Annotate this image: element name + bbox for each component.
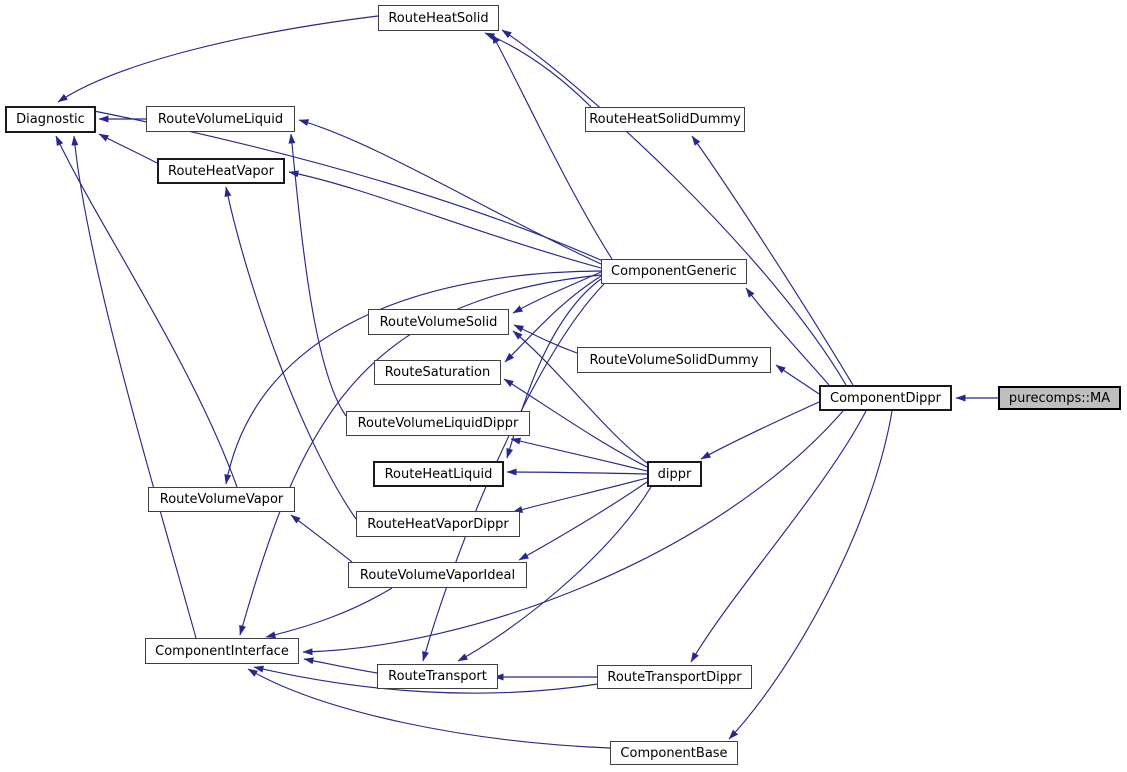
edge-cd-to-ci: [302, 410, 844, 656]
edge-cd-to-rhs: [501, 29, 847, 386]
edge-rvld-to-rvl: [288, 133, 347, 417]
edge-ci-to-diag: [71, 135, 197, 639]
edge-dippr-to-rs: [503, 378, 648, 468]
graph-node-label: RouteVolumeSolid: [379, 314, 498, 330]
graph-node-rvl[interactable]: RouteVolumeLiquid: [146, 106, 295, 132]
graph-node-label: ComponentDippr: [830, 390, 941, 406]
graph-node-ci[interactable]: ComponentInterface: [145, 638, 299, 664]
edge-dippr-to-rvld: [510, 437, 648, 472]
edge-cd-to-cg: [745, 287, 830, 386]
edge-cd-to-cb: [728, 410, 893, 740]
graph-node-rhsd[interactable]: RouteHeatSolidDummy: [585, 107, 745, 132]
graph-node-label: RouteVolumeVapor: [159, 492, 284, 507]
graph-node-label: Diagnostic: [16, 112, 85, 127]
graph-node-label: ComponentGeneric: [611, 264, 737, 279]
edge-cg-to-rvv: [224, 270, 602, 485]
graph-node-label: RouteHeatLiquid: [384, 466, 493, 482]
graph-node-label: RouteVolumeLiquid: [157, 111, 284, 127]
graph-node-label: RouteVolumeSolidDummy: [589, 352, 759, 368]
graph-node-label: RouteHeatVapor: [168, 163, 274, 179]
graph-node-rhs[interactable]: RouteHeatSolid: [378, 5, 499, 31]
edge-dippr-to-rt: [457, 486, 652, 662]
graph-node-dippr[interactable]: dippr: [647, 461, 702, 487]
graph-node-label: RouteHeatVaporDippr: [367, 516, 509, 532]
graph-node-rhvd[interactable]: RouteHeatVaporDippr: [356, 511, 520, 537]
edge-rhv-to-diag: [98, 133, 158, 164]
graph-node-label: RouteHeatSolidDummy: [589, 112, 741, 127]
edge-rvvi-to-ci: [265, 587, 393, 639]
edge-rhvd-to-rhv: [224, 186, 357, 520]
graph-node-cd[interactable]: ComponentDippr: [819, 385, 952, 411]
graph-node-diag[interactable]: Diagnostic: [5, 106, 96, 133]
graph-node-label: RouteHeatSolid: [388, 10, 489, 26]
graph-node-rvv[interactable]: RouteVolumeVapor: [148, 487, 295, 512]
edge-cg-to-rvs: [512, 271, 602, 314]
edge-cd-to-rhsd: [691, 135, 854, 386]
graph-node-label: RouteTransport: [388, 669, 487, 684]
edge-dippr-to-rhvd: [512, 477, 648, 513]
graph-node-rvld[interactable]: RouteVolumeLiquidDippr: [346, 411, 530, 436]
edge-dippr-to-rvs: [512, 330, 648, 464]
graph-node-label: purecomps::MA: [1008, 390, 1111, 406]
edge-rtd-to-ci: [253, 665, 599, 694]
graph-node-label: RouteTransportDippr: [607, 669, 742, 685]
graph-node-label: RouteVolumeVaporIdeal: [359, 567, 516, 583]
edge-cd-to-rtd: [690, 410, 867, 663]
edge-cg-to-rhs: [491, 33, 613, 260]
graph-node-rtd[interactable]: RouteTransportDippr: [597, 665, 752, 689]
edge-cb-to-ci: [247, 668, 611, 749]
graph-node-rt[interactable]: RouteTransport: [377, 664, 498, 689]
graph-node-rhv[interactable]: RouteHeatVapor: [157, 158, 285, 184]
edge-rvv-to-diag: [55, 135, 238, 488]
edge-rhsd-to-rhs: [484, 32, 592, 108]
graph-node-rs[interactable]: RouteSaturation: [374, 360, 501, 385]
graph-node-label: RouteSaturation: [384, 365, 491, 380]
graph-node-cg[interactable]: ComponentGeneric: [601, 259, 747, 284]
edge-cg-to-ci: [239, 274, 602, 636]
graph-node-rvs[interactable]: RouteVolumeSolid: [368, 309, 509, 335]
graph-node-rvvi[interactable]: RouteVolumeVaporIdeal: [348, 562, 527, 588]
graph-node-cb[interactable]: ComponentBase: [610, 741, 738, 765]
graph-node-label: RouteVolumeLiquidDippr: [357, 416, 519, 431]
graph-node-rvsd[interactable]: RouteVolumeSolidDummy: [577, 347, 771, 373]
edge-dippr-to-rhl: [506, 468, 648, 476]
edge-cg-to-rvl: [298, 119, 602, 265]
edge-rvvi-to-rvv: [290, 514, 353, 563]
graph-node-label: ComponentBase: [620, 745, 728, 761]
edge-dippr-to-rvvi: [518, 481, 648, 561]
edge-rvsd-to-rvs: [513, 324, 578, 354]
edge-rhs-to-diag: [57, 15, 379, 103]
edge-cd-to-dippr: [700, 401, 820, 460]
graph-node-rhl[interactable]: RouteHeatLiquid: [373, 461, 504, 487]
edge-cg-to-rhv: [288, 170, 602, 269]
graph-node-ma: purecomps::MA: [998, 386, 1121, 410]
edge-cd-to-rvsd: [775, 364, 820, 395]
edge-rt-to-ci: [303, 657, 378, 674]
graph-node-label: dippr: [657, 466, 692, 482]
edge-cg-to-rs: [504, 275, 602, 363]
graph-node-label: ComponentInterface: [155, 643, 289, 659]
